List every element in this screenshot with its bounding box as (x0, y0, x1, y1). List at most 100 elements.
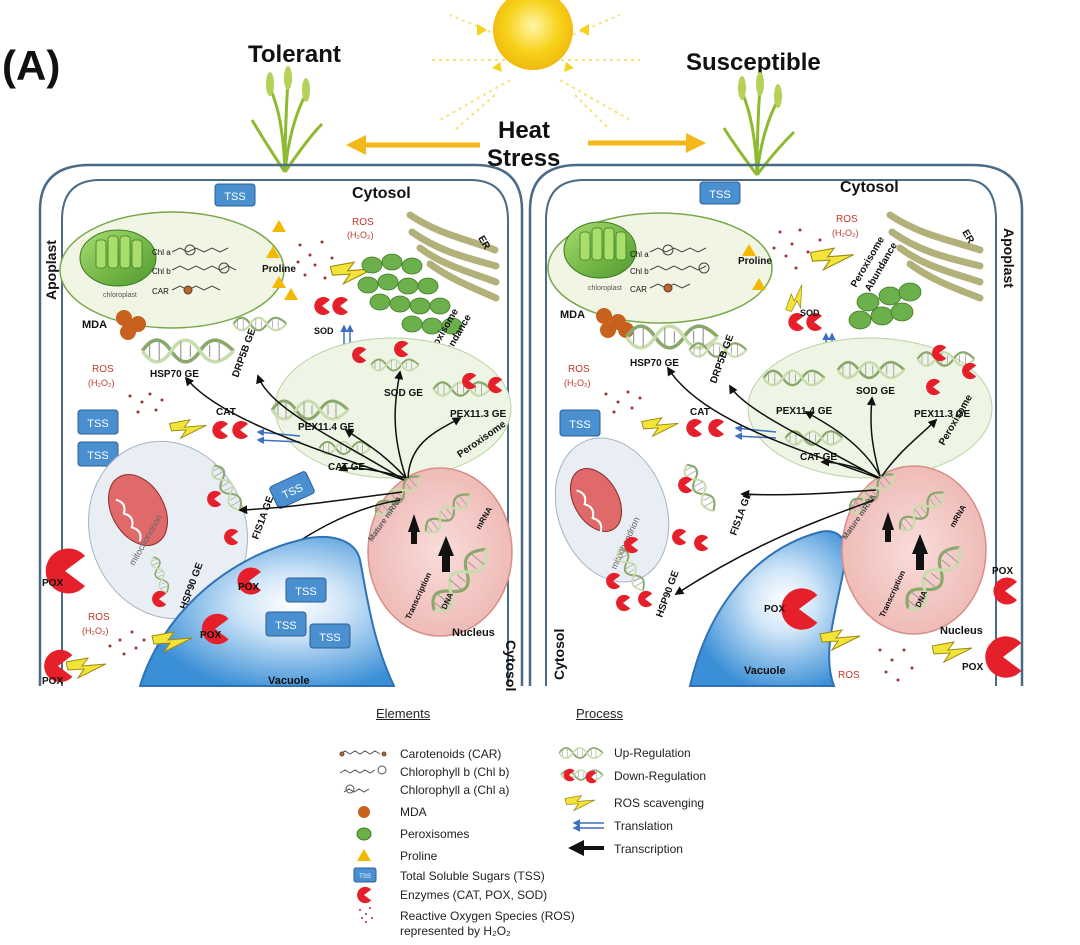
panel-label: (A) (2, 42, 60, 89)
left-tss-box-1: TSS (77, 409, 119, 435)
left-drp5b-ge-helix (232, 315, 288, 333)
legend-process-down: Down-Regulation (614, 769, 707, 783)
left-ros-dots-left (128, 392, 164, 414)
right-pigment-structures (649, 244, 710, 293)
legend-transcription-icon (568, 840, 604, 856)
right-mitochondrion-icon (569, 468, 623, 533)
right-pox-label-vacuole: POX (764, 604, 785, 615)
right-peroxisome-cluster (848, 282, 922, 330)
legend-car-icon (339, 750, 387, 757)
legend-element-proline: Proline (400, 849, 438, 863)
right-proline: Proline (738, 256, 772, 267)
right-ros-scavenging-bolt-cat (641, 417, 679, 437)
svg-text:TSS: TSS (87, 450, 108, 462)
left-pigment-structures (171, 244, 237, 295)
legend-element-tss: Total Soluble Sugars (TSS) (400, 869, 545, 883)
legend-chl-b-icon (339, 765, 387, 775)
legend-process-title: Process (576, 706, 623, 721)
legend-element-enzymes: Enzymes (CAT, POX, SOD) (400, 888, 548, 902)
left-vacuole (138, 535, 396, 687)
legend-process-transcription: Transcription (614, 842, 683, 856)
left-ros-scavenging-bolt-cat (169, 419, 207, 439)
left-er-icon (406, 211, 500, 302)
right-er-icon (886, 211, 984, 302)
left-pex113: PEX11.3 GE (450, 409, 506, 420)
left-ros-left: ROS (92, 364, 114, 375)
left-vacuole-tss-3: TSS (309, 623, 351, 649)
left-mitochondrion-icon (108, 474, 168, 546)
svg-text:TSS: TSS (709, 189, 730, 201)
left-mda-icon (116, 310, 146, 340)
left-chl-b: Chl b (152, 267, 171, 276)
left-cat-ge: CAT GE (328, 462, 365, 473)
right-ros-dots-left (604, 390, 642, 414)
left-nucleus-label: Nucleus (452, 627, 495, 639)
legend-process-ros-scavenging: ROS scavenging (614, 796, 705, 810)
left-tss-box-2: TSS (77, 441, 119, 467)
left-ros-dots-bottom (108, 630, 146, 656)
left-ros-scavenging-bolt-corner (66, 657, 106, 679)
left-apoplast-label: Apoplast (43, 240, 59, 300)
left-ros-top: ROS (352, 217, 374, 228)
left-transcription-arrows (408, 514, 454, 572)
left-cat-enzyme-1 (212, 421, 228, 439)
plant-tolerant-icon (250, 66, 324, 173)
heat-arrow-left (346, 135, 480, 155)
left-sod-ge: SOD GE (384, 388, 423, 399)
legend-process-up: Up-Regulation (614, 746, 691, 760)
left-vacuole-tss-1: TSS (285, 577, 327, 603)
left-pox-corner-label: POX (42, 676, 63, 687)
legend-process-translation: Translation (614, 819, 673, 833)
legend-chl-a-icon (343, 784, 370, 794)
left-car: CAR (152, 287, 169, 296)
right-tss-top: TSS (699, 181, 741, 205)
legend-element-ros-h2o2: represented by H₂O₂ (400, 924, 511, 938)
left-vacuole-tss-2: TSS (265, 611, 307, 637)
legend-elements-title: Elements (376, 706, 431, 721)
legend-symbols: TSS (339, 746, 604, 923)
right-h2o2-left: (H₂O₂) (564, 378, 590, 388)
right-cytosol-side-label: Cytosol (551, 629, 567, 680)
left-chloroplast-icon: chloroplast (79, 229, 157, 299)
right-ros-scavenging-bolt-top (810, 247, 854, 271)
left-proline: Proline (262, 264, 296, 275)
legend-peroxisome-icon (356, 827, 372, 841)
sun-icon (430, 0, 640, 131)
legend-tss-icon: TSS (353, 867, 377, 883)
right-vacuole-label: Vacuole (744, 665, 786, 677)
left-cell: Cytosol Apoplast Cytosol TSS chloroplast… (38, 163, 524, 691)
right-pex113: PEX11.3 GE (914, 409, 970, 420)
right-hsp90-down-3 (616, 594, 631, 612)
left-cytosol-side-label: Cytosol (503, 640, 519, 691)
right-hsp70: HSP70 GE (630, 358, 679, 369)
left-drp5b: DRP5B GE (230, 327, 258, 379)
legend-element-chl-b: Chlorophyll b (Chl b) (400, 765, 510, 779)
right-mda: MDA (560, 309, 585, 321)
heat-arrow-right (588, 133, 706, 153)
right-cat: CAT (690, 407, 710, 418)
left-tss-top: TSS (214, 183, 256, 207)
left-sod-enzyme-2 (332, 297, 348, 315)
right-pox-bottom-right-label: POX (962, 662, 983, 673)
right-hsp90: HSP90 GE (654, 569, 681, 619)
right-apoplast-label: Apoplast (1001, 228, 1017, 288)
legend-translation-icon (572, 819, 604, 832)
right-ros-top: ROS (836, 214, 858, 225)
legend-element-ros: Reactive Oxygen Species (ROS) (400, 909, 575, 923)
right-tss-box-1: TSS (559, 409, 601, 437)
left-hsp70-ge-helix (140, 338, 236, 364)
right-pox-enzyme-bottom-right (985, 636, 1022, 678)
svg-text:chloroplast: chloroplast (103, 292, 137, 299)
left-pox-apoplast-label: POX (42, 578, 63, 589)
left-sod-enzyme-1 (314, 297, 330, 315)
right-cell: Cytosol Apoplast Cytosol TSS chloroplast… (528, 163, 1024, 687)
heat-stress-line1: Heat (498, 117, 550, 144)
legend-element-peroxisomes: Peroxisomes (400, 827, 470, 841)
right-cytosol-label: Cytosol (840, 179, 899, 196)
legend-element-car: Carotenoids (CAR) (400, 747, 502, 761)
left-pex114: PEX11.4 GE (298, 422, 354, 433)
right-ros-bottom: ROS (838, 670, 860, 681)
svg-text:TSS: TSS (295, 586, 316, 598)
right-ros-scavenging-bolt-bottom (932, 641, 972, 663)
